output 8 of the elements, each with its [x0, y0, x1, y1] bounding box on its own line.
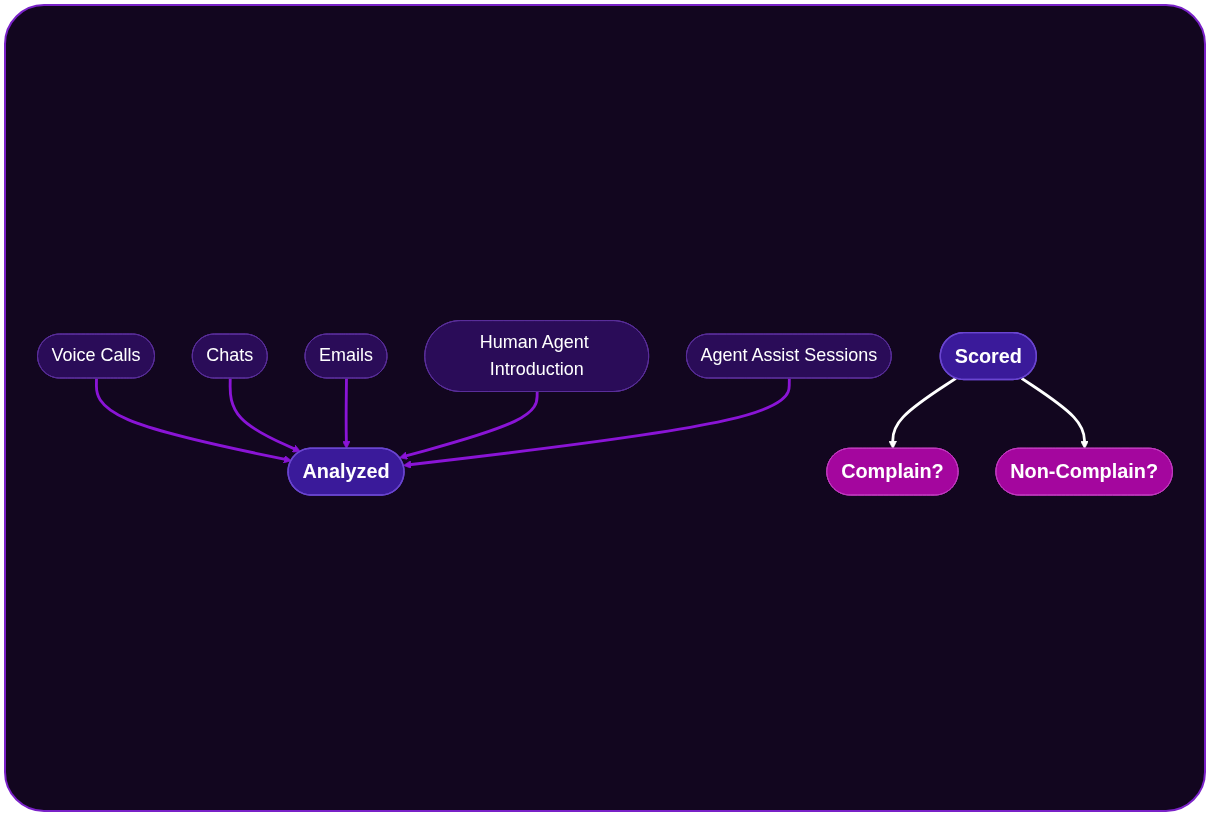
arrow [403, 378, 791, 469]
arrow [399, 392, 539, 460]
arrow [95, 378, 292, 464]
arrow [228, 378, 301, 453]
arrow [888, 377, 957, 450]
arrow [342, 378, 351, 450]
arrow [1020, 377, 1089, 450]
card-background: Voice Calls Chats Emails Human Agent Introduction Agent Assist Sessions Analyzed Scored Complain? Non-Complain? [4, 4, 1206, 812]
